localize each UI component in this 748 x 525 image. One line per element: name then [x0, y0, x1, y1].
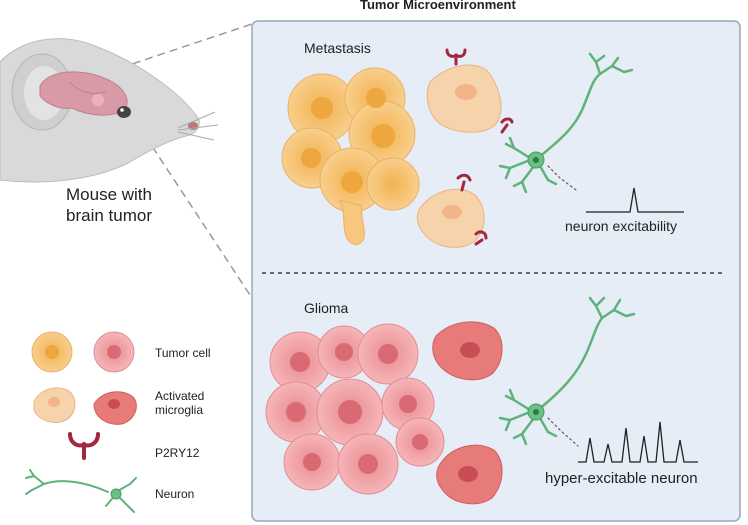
- glioma-label: Glioma: [304, 300, 349, 316]
- glioma-microglia: [432, 321, 503, 505]
- legend-icons: [25, 331, 137, 513]
- glioma-tumor-cluster: [265, 323, 445, 495]
- diagram-title: Tumor Microenvironment: [360, 0, 516, 12]
- legend-p2ry12-icon: [68, 432, 100, 460]
- mouse-illustration: [0, 38, 219, 183]
- mouse-caption-line-1: Mouse with: [66, 185, 152, 204]
- legend-neuron-label: Neuron: [155, 487, 195, 501]
- metastasis-tumor-cluster: [281, 67, 420, 245]
- metastasis-label: Metastasis: [304, 40, 371, 56]
- neuron-excitability-label: neuron excitability: [565, 218, 678, 234]
- legend-neuron-icon: [25, 469, 137, 513]
- mouse-caption: Mouse with brain tumor: [44, 184, 174, 226]
- hyper-spike-trace: [578, 421, 698, 463]
- p2ry12-receptors-top: [445, 48, 514, 246]
- neuron-bottom: [498, 296, 636, 447]
- legend-tumor-cell-label: Tumor cell: [155, 346, 211, 360]
- neuron-top: [498, 52, 634, 194]
- hyper-excitable-neuron-label: hyper-excitable neuron: [545, 470, 698, 487]
- normal-spike-trace: [586, 187, 684, 213]
- zoom-connector-lines: [107, 23, 253, 299]
- legend-activated-microglia-label: Activated microglia: [155, 389, 205, 417]
- mouse-caption-line-2: brain tumor: [66, 206, 152, 225]
- metastasis-microglia: [416, 64, 502, 248]
- legend-p2ry12-label: P2RY12: [155, 446, 200, 460]
